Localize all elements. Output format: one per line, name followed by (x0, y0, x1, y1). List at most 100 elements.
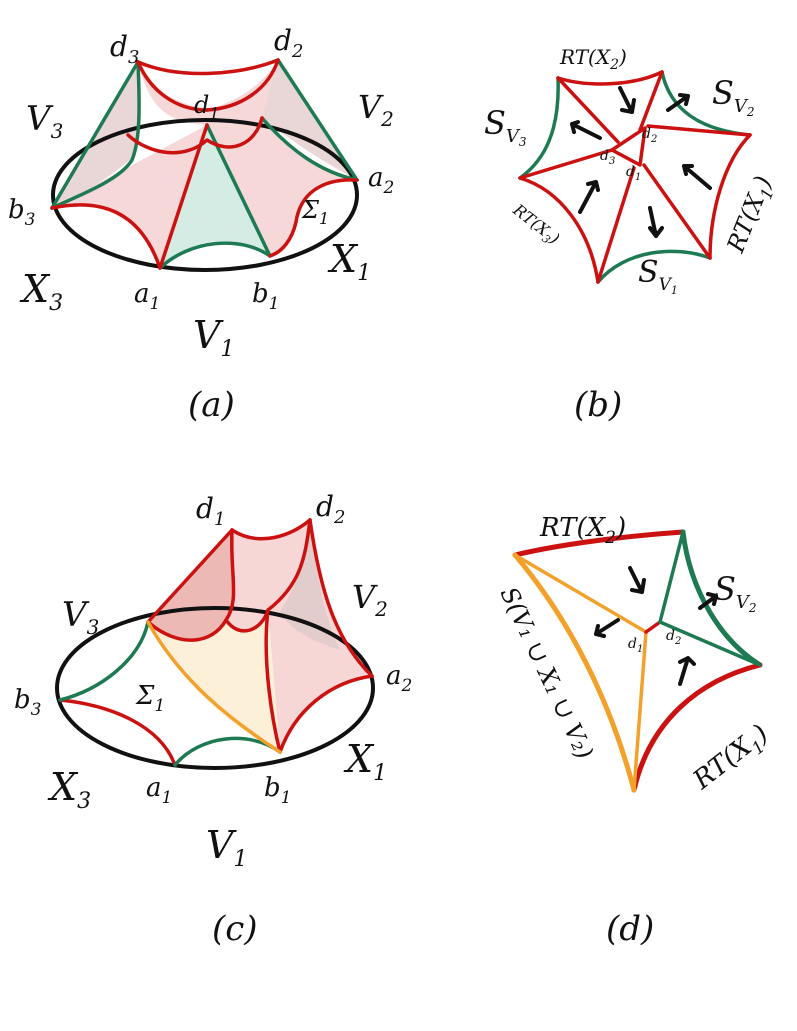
label-c-a1: a1 (146, 773, 172, 808)
curve-d3-d1 (136, 60, 209, 112)
caption-d: (d) (606, 909, 654, 949)
caption-c: (c) (212, 909, 258, 949)
edge-d-1 (513, 553, 648, 634)
surface-right-shade (262, 60, 357, 180)
edge-c-orange (146, 620, 282, 754)
edge-c-V3-b3 (58, 620, 150, 702)
label-SV1-b: SV1 (638, 255, 678, 297)
label-d3: d3 (110, 30, 139, 68)
label-Sigma1: Σ1 (301, 196, 329, 228)
arc-SV3 (518, 76, 560, 180)
curve-a2-b1 (268, 178, 359, 258)
edge-c-a2-b1 (278, 674, 374, 754)
edge-d2-a2 (276, 58, 359, 182)
label-c-X3: X3 (47, 765, 91, 814)
curve-left-green (50, 60, 141, 210)
inner-triangle-b (610, 126, 647, 167)
arc-d-S-union (512, 552, 637, 793)
label-c-a2: a2 (386, 661, 412, 696)
label-RTX3-b: RT(X3) (507, 200, 563, 251)
surface-teal (160, 125, 270, 268)
label-d-S-union: S(V₁ ∪ X₁ ∪ V₂) (495, 583, 599, 764)
label-b3: b3 (8, 195, 35, 230)
arc-RTX2 (556, 70, 664, 86)
edge-b-2 (638, 70, 664, 132)
label-c-V3: V3 (62, 595, 99, 639)
arrow-b-2 (666, 93, 690, 112)
label-V1: V1 (193, 313, 234, 362)
edge-d-2 (632, 630, 648, 792)
arc-RTX3 (518, 176, 600, 284)
edge-b-1 (556, 76, 620, 144)
label-c-d2: d2 (316, 490, 345, 528)
label-d-SV2: SV2 (714, 570, 757, 615)
arc-d-RTX1 (631, 662, 763, 793)
label-c-Sigma1: Σ1 (135, 681, 165, 716)
boundary-ellipse-c (55, 606, 375, 770)
caption-a: (a) (188, 385, 235, 425)
arrow-b-3 (570, 120, 602, 140)
label-d3-b: d3 (600, 148, 615, 167)
label-RTX2-b: RT(X2) (559, 45, 627, 73)
label-d2-b: d2 (642, 126, 657, 145)
label-V3: V3 (26, 99, 63, 143)
edge-b-6 (518, 148, 614, 180)
label-a1: a1 (134, 279, 160, 314)
arrow-b-4 (578, 180, 600, 214)
label-d-d1: d1 (628, 636, 643, 655)
edge-b-3 (646, 124, 752, 137)
arrow-d-1 (628, 566, 646, 594)
edge-c-V3-d1 (146, 528, 234, 624)
label-b1: b1 (252, 279, 279, 314)
label-a2: a2 (368, 163, 394, 198)
panel-a: d3 d2 d1 V3 V2 b3 a2 Σ1 X1 X3 a1 b1 V1 (… (8, 24, 394, 425)
arc-SV1 (596, 249, 712, 284)
edge-d3-b3 (50, 60, 140, 210)
surface-pink (52, 60, 357, 268)
curve-inner-arc (126, 116, 264, 155)
boundary-ellipse-a (51, 118, 359, 272)
arc-d-SV2 (680, 529, 763, 668)
curve-right-green (260, 116, 359, 182)
label-d1-b: d1 (626, 164, 641, 183)
curve-d3-d2-top (136, 58, 280, 76)
arrow-d-2 (698, 592, 718, 610)
label-c-X1: X1 (343, 737, 387, 786)
edge-d-4 (658, 530, 685, 624)
edge-d1-a1 (158, 123, 209, 270)
panel-c: d1 d2 V3 V2 b3 a2 Σ1 X3 X1 a1 b1 V1 (c) (14, 490, 412, 949)
edge-c-d1-top (230, 518, 312, 541)
label-c-d1: d1 (196, 492, 225, 530)
label-SV3-b: SV3 (484, 104, 527, 149)
surface-c-yellow (148, 610, 280, 752)
label-c-V2: V2 (352, 578, 388, 621)
label-d-RTX1: RT(X1) (687, 719, 777, 800)
curve-b3-a1 (50, 203, 162, 270)
caption-b: (b) (574, 385, 622, 425)
arrow-d-4 (678, 656, 696, 686)
label-d1: d1 (194, 91, 220, 123)
arrow-d-3 (594, 618, 620, 638)
label-SV2-b: SV2 (712, 74, 755, 119)
label-c-V1: V1 (206, 823, 247, 872)
edge-d-3 (644, 620, 662, 634)
edge-c-d2-a2 (308, 518, 374, 678)
arc-d-RTX2 (512, 529, 686, 558)
panel-d: RT(X2) SV2 RT(X1) S(V₁ ∪ X₁ ∪ V₂) d1 d2 … (495, 513, 777, 949)
label-c-b1: b1 (264, 773, 291, 808)
label-X1: X1 (327, 237, 371, 286)
label-c-b3: b3 (14, 685, 41, 720)
edge-b-4 (642, 163, 712, 260)
label-d-d2: d2 (666, 628, 681, 647)
edge-d-5 (658, 620, 762, 667)
label-d2: d2 (274, 24, 303, 62)
surface-c-dark-pink (148, 530, 234, 641)
arc-RTX1 (708, 133, 752, 260)
curve-d2-d1 (205, 58, 280, 112)
edge-c-mid-b1 (264, 608, 282, 754)
curve-a1-b1 (158, 241, 272, 270)
panel-b: RT(X2) SV2 SV3 SV1 RT(X1) RT(X3) d2 d3 d… (484, 45, 778, 425)
label-V2: V2 (358, 88, 394, 131)
arrow-b-1 (618, 86, 636, 114)
